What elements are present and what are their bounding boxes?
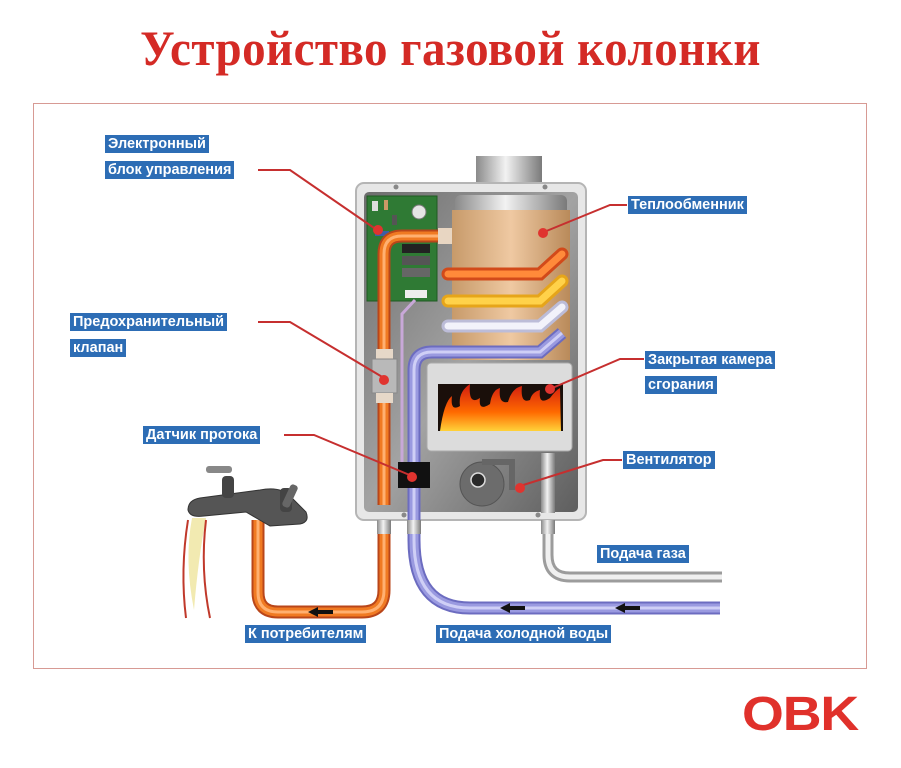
label-safety-valve-line2: клапан <box>70 339 127 357</box>
diagram-frame <box>33 103 867 669</box>
marker-dots <box>373 225 555 493</box>
label-control-unit-line2: блок управления <box>105 161 235 179</box>
flue-pipe <box>476 156 542 186</box>
label-cold-water: Подача холодной воды <box>436 625 612 643</box>
label-combustion-chamber-line2: сгорания <box>645 376 717 394</box>
flow-arrow-icon <box>308 607 333 617</box>
flow-arrow-icon <box>615 603 640 613</box>
label-fan: Вентилятор <box>623 451 715 469</box>
combustion-chamber <box>426 362 573 452</box>
label-heat-exchanger: Теплообменник <box>628 196 747 214</box>
brand-logo: OBK <box>742 688 859 741</box>
heat-exchanger-coils <box>441 247 569 333</box>
label-control-unit-line1: Электронный <box>105 135 209 153</box>
page-title: Устройство газовой колонки <box>140 20 761 76</box>
label-to-consumers: К потребителям <box>245 625 367 643</box>
hot-water-pipe <box>253 520 389 617</box>
label-combustion-chamber-line1: Закрытая камера <box>645 351 776 369</box>
label-safety-valve-line1: Предохранительный <box>70 313 228 331</box>
label-flow-sensor: Датчик протока <box>143 426 261 444</box>
fan <box>459 459 515 507</box>
flow-arrow-icon <box>500 603 525 613</box>
leader-lines <box>258 169 644 487</box>
label-gas-supply: Подача газа <box>597 545 689 563</box>
faucet <box>182 466 308 619</box>
